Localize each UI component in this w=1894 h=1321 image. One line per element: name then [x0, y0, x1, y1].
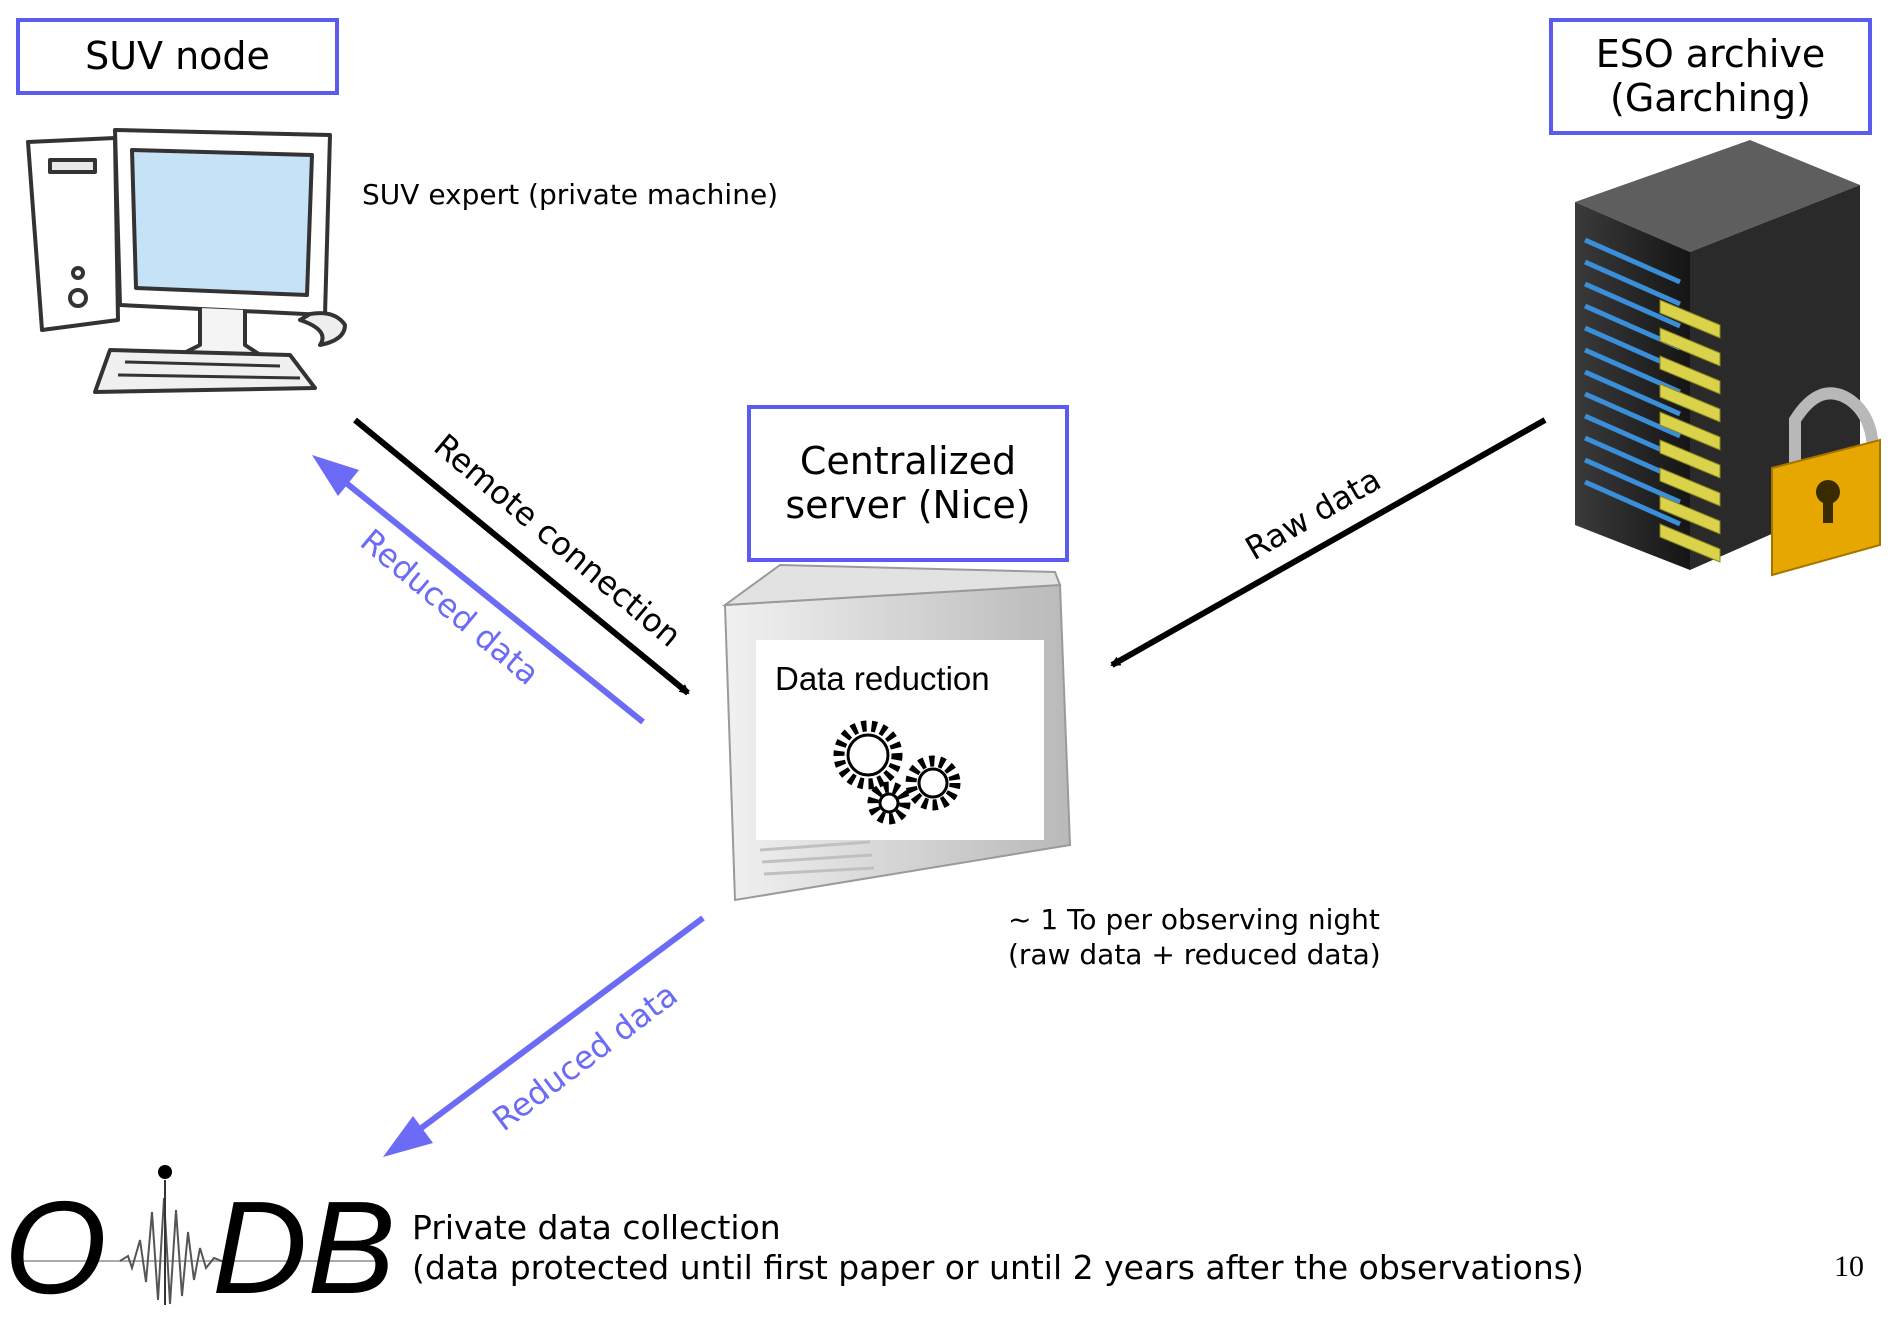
eso-archive-title-line2: (Garching): [1610, 75, 1811, 120]
server-rack-icon: [1575, 140, 1881, 577]
server-tower-icon: [721, 563, 1072, 902]
central-server-title-line1: Centralized: [799, 438, 1017, 483]
central-server-title-line2: server (Nice): [785, 482, 1031, 527]
oidb-logo: [20, 1165, 380, 1305]
reduced-data-arrow-down: [383, 915, 705, 1157]
oidb-logo-letters-db: DB: [212, 1174, 396, 1321]
reduced-data-arrow-up: [312, 455, 645, 725]
raw-data-arrow: [1110, 417, 1547, 668]
oidb-description: Private data collection (data protected …: [412, 1208, 1584, 1287]
central-server-box: Centralized server (Nice): [747, 405, 1069, 562]
oidb-logo-letter-o: O: [4, 1174, 107, 1321]
eso-archive-box: ESO archive (Garching): [1549, 18, 1872, 135]
remote-connection-arrow: [353, 417, 690, 696]
oidb-description-line2: (data protected until first paper or unt…: [412, 1247, 1584, 1287]
suv-node-box: SUV node: [16, 18, 339, 95]
desktop-computer-icon: [26, 128, 347, 394]
suv-node-title: SUV node: [85, 33, 270, 78]
suv-expert-label: SUV expert (private machine): [362, 178, 779, 211]
data-reduction-label: Data reduction: [775, 660, 990, 697]
page-number: 10: [1834, 1250, 1864, 1283]
oidb-description-line1: Private data collection: [412, 1208, 781, 1247]
volume-line1: ~ 1 To per observing night: [1008, 903, 1380, 936]
volume-label: ~ 1 To per observing night (raw data + r…: [1008, 902, 1381, 972]
volume-line2: (raw data + reduced data): [1008, 938, 1381, 971]
eso-archive-title-line1: ESO archive: [1595, 31, 1826, 76]
